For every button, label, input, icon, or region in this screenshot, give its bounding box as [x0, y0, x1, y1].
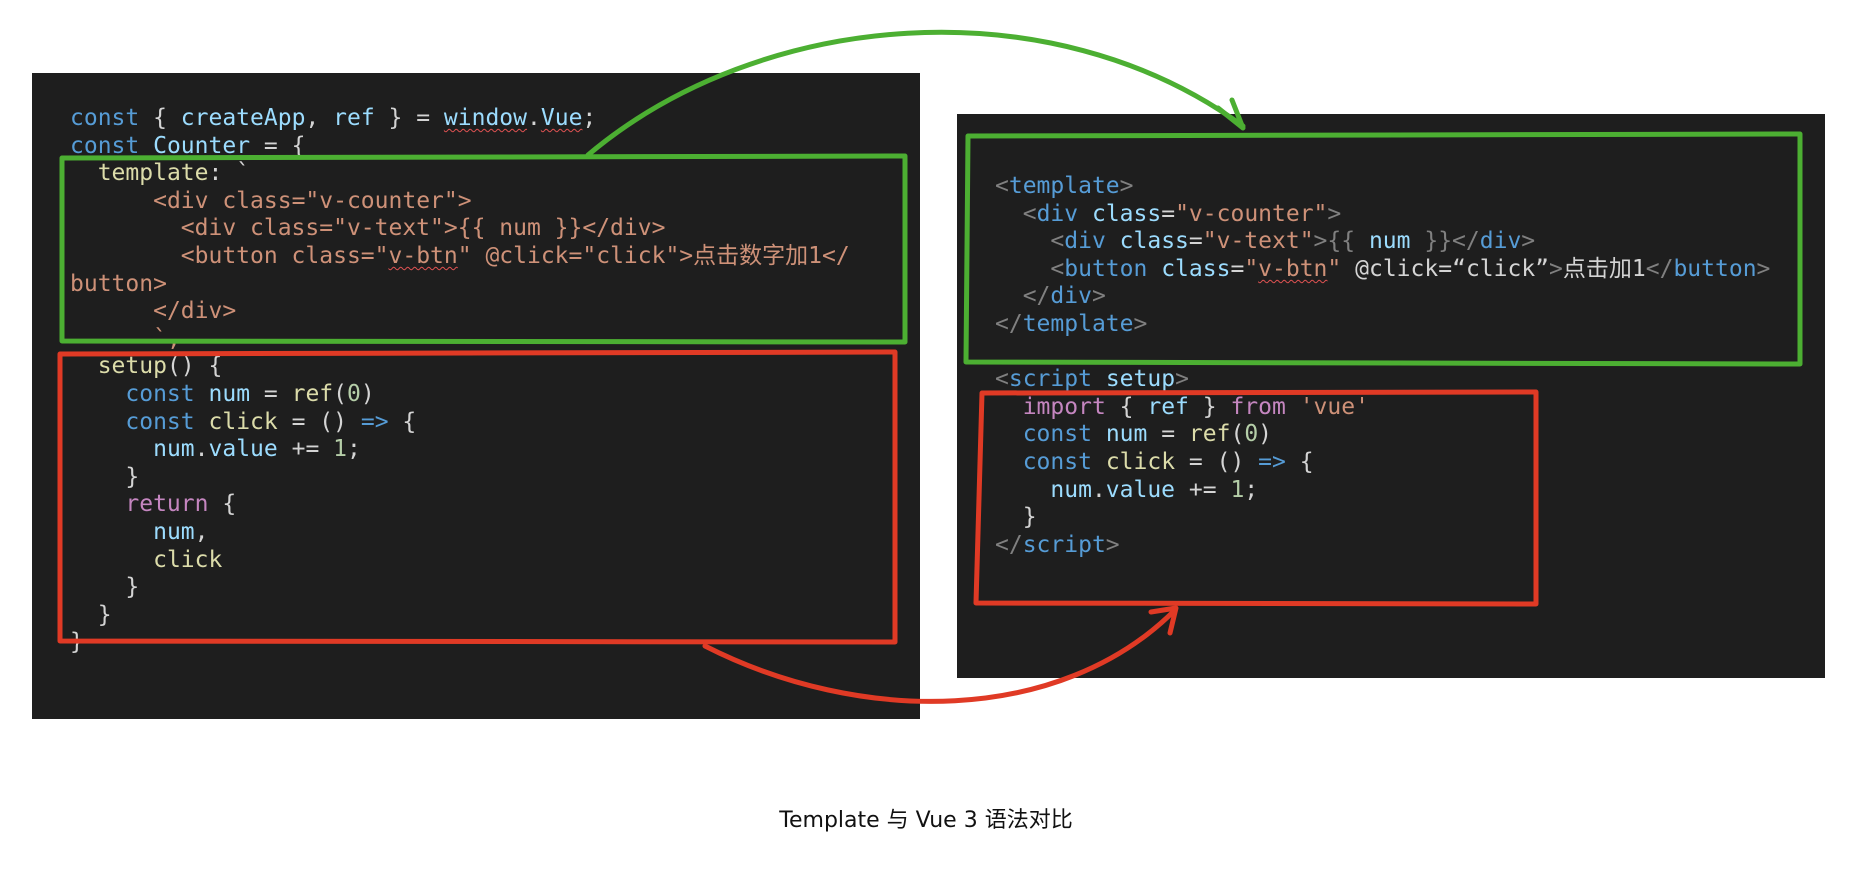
- code-line: }: [125, 574, 140, 601]
- code-line: const { createApp, ref } = window.Vue;: [70, 105, 597, 131]
- code-line: const click = () => {: [125, 408, 417, 435]
- code-line: <template>: [995, 173, 1134, 199]
- code-line: </script>: [995, 531, 1120, 558]
- code-line: <button class="v-btn" @click=“click”>点击加…: [1050, 255, 1771, 282]
- code-line: num,: [153, 518, 209, 545]
- code-line: <script setup>: [995, 366, 1189, 393]
- code-line: <div class="v-counter">: [153, 187, 472, 214]
- code-line: import { ref } from 'vue': [1022, 393, 1369, 420]
- script-arrowhead-icon: [1148, 605, 1179, 636]
- code-line: const Counter = {: [70, 132, 306, 159]
- code-line: <div class="v-text">{{ num }}</div>: [1050, 228, 1536, 255]
- script-highlight-box-right: [973, 389, 1539, 607]
- code-line: num.value += 1;: [153, 436, 361, 463]
- code-line: <div class="v-text">{{ num }}</div>: [180, 215, 666, 242]
- code-line: template: `: [97, 160, 251, 187]
- figure-caption: Template 与 Vue 3 语法对比: [779, 808, 1073, 833]
- code-line: return {: [125, 491, 237, 518]
- template-arrowhead-icon: [1215, 97, 1246, 131]
- template-highlight-box-left: [59, 153, 908, 345]
- code-line: }: [97, 601, 112, 628]
- code-line: }: [1022, 504, 1037, 531]
- sfc-code: <template> <div class="v-counter"> <div …: [995, 173, 1770, 559]
- code-line: }: [125, 463, 140, 490]
- script-mapping-arrow: [702, 607, 1178, 704]
- sfc-code-panel: [957, 114, 1825, 678]
- code-line: num.value += 1;: [1050, 476, 1259, 503]
- code-line: click: [153, 546, 223, 573]
- code-line: </div>: [153, 298, 237, 325]
- template-mapping-arrow: [585, 29, 1246, 158]
- code-line: </template>: [995, 310, 1148, 337]
- template-highlight-box-right: [963, 131, 1803, 367]
- code-line: </div>: [1022, 283, 1106, 310]
- script-highlight-box-left: [57, 349, 898, 645]
- options-api-code-panel: [32, 73, 920, 719]
- code-line: const num = ref(0): [125, 380, 375, 407]
- code-line: <button class="v-btn" @click="click">点击数…: [180, 242, 850, 269]
- code-line: const num = ref(0): [1022, 421, 1273, 448]
- code-line: button>: [70, 270, 167, 297]
- options-api-code: const { createApp, ref } = window.Vue; c…: [70, 105, 850, 657]
- code-line: const click = () => {: [1022, 448, 1314, 475]
- code-line: <div class="v-counter">: [1022, 200, 1342, 227]
- code-line: setup() {: [97, 353, 223, 380]
